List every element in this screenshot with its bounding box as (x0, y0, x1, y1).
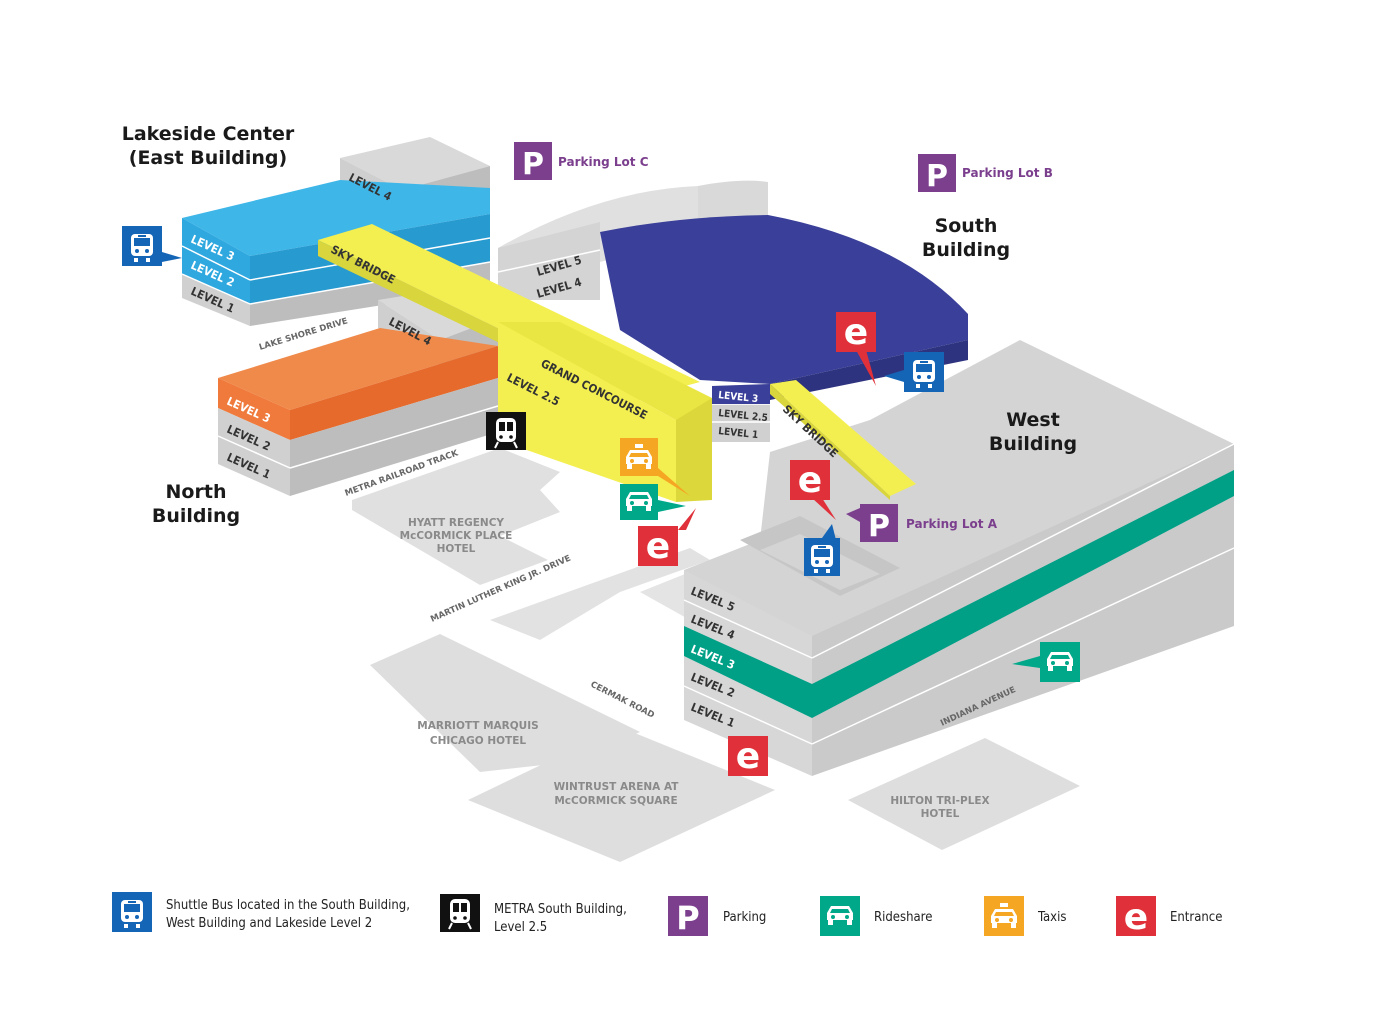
parking-lot-a-label: Parking Lot A (906, 517, 998, 531)
entrance-concourse-marker[interactable]: e (638, 508, 696, 567)
lakeside-title-line2: (East Building) (129, 147, 287, 169)
west-building: LEVEL 5 LEVEL 4 LEVEL 3 LEVEL 2 LEVEL 1 (683, 340, 1235, 776)
legend-rideshare: Rideshare (820, 896, 932, 936)
rideshare-indiana-marker[interactable] (1012, 642, 1080, 682)
south-shuttle-marker[interactable] (884, 352, 944, 392)
parking-icon (918, 154, 956, 192)
lakeside-shuttle-marker[interactable] (122, 226, 182, 266)
hilton-label-2: HOTEL (921, 808, 960, 820)
building-titles: Lakeside Center (East Building) North Bu… (122, 123, 1077, 527)
parking-letter: P (926, 159, 948, 194)
legend-metra-line1: METRA South Building, (494, 902, 627, 917)
legend-metra: METRA South Building, Level 2.5 (440, 894, 627, 935)
plaza-area (490, 548, 710, 640)
parking-lot-a-marker[interactable]: P Parking Lot A (846, 504, 998, 544)
marriott-label-1: MARRIOTT MARQUIS (417, 720, 538, 732)
hyatt-hotel-footprint (352, 448, 560, 585)
legend: Shuttle Bus located in the South Buildin… (112, 892, 1222, 938)
entrance-west-marker[interactable]: e (728, 736, 768, 777)
hilton-hotel-footprint (848, 738, 1080, 850)
legend-shuttle-line2: West Building and Lakeside Level 2 (166, 916, 372, 931)
west-title-line1: West (1006, 409, 1060, 431)
entrance-letter: e (646, 526, 670, 567)
legend-entrance: e Entrance (1116, 896, 1222, 938)
legend-parking: P Parking (668, 896, 766, 937)
parking-icon (668, 896, 708, 936)
sky-bridge-south: SKY BRIDGE (770, 380, 916, 500)
entrance-icon (1116, 896, 1156, 936)
south-level-1: LEVEL 1 (718, 426, 759, 441)
parking-lot-b-marker[interactable]: P Parking Lot B (918, 154, 1053, 194)
west-title-line2: Building (989, 433, 1077, 455)
legend-metra-line2: Level 2.5 (494, 920, 547, 935)
parking-icon (860, 504, 898, 542)
hyatt-label-1: HYATT REGENCY (408, 517, 504, 529)
map-markers: P Parking Lot C P Parking Lot B P Parkin… (122, 142, 1080, 777)
parking-letter: P (522, 147, 544, 182)
south-level-2-5: LEVEL 2.5 (718, 408, 769, 424)
rideshare-concourse-marker[interactable] (620, 484, 686, 520)
marriott-hotel-footprint (370, 634, 640, 772)
parking-lot-b-label: Parking Lot B (962, 166, 1053, 180)
ground-areas (352, 448, 1080, 862)
entrance-letter: e (844, 312, 868, 353)
entrance-icon (836, 312, 876, 352)
legend-taxi: Taxis (984, 896, 1066, 936)
parking-icon (514, 142, 552, 180)
south-level-3: LEVEL 3 (718, 390, 759, 405)
entrance-skybridge-marker[interactable]: e (790, 460, 836, 520)
entrance-icon (638, 526, 678, 566)
legend-shuttle-line1: Shuttle Bus located in the South Buildin… (166, 898, 410, 913)
parking-lot-c-marker[interactable]: P Parking Lot C (514, 142, 649, 182)
entrance-icon (790, 460, 830, 500)
taxi-marker[interactable] (620, 438, 690, 496)
south-title-line2: Building (922, 239, 1010, 261)
marriott-label-2: CHICAGO HOTEL (430, 735, 526, 747)
legend-rideshare-label: Rideshare (874, 910, 932, 925)
hilton-label-1: HILTON TRI-PLEX (890, 795, 989, 807)
north-building: LEVEL 4 LEVEL 3 LEVEL 2 LEVEL 1 (217, 290, 499, 496)
west-shuttle-marker[interactable] (804, 524, 840, 576)
north-title-line2: Building (152, 505, 240, 527)
entrance-letter: e (1124, 897, 1148, 938)
entrance-letter: e (736, 736, 760, 777)
parking-letter: P (868, 509, 890, 544)
entrance-letter: e (798, 460, 822, 501)
wintrust-arena-footprint (468, 727, 775, 862)
metra-marker[interactable] (486, 412, 526, 450)
south-title-line1: South (935, 215, 998, 237)
legend-parking-label: Parking (723, 910, 766, 925)
wintrust-label-1: WINTRUST ARENA AT (554, 781, 680, 793)
legend-shuttle: Shuttle Bus located in the South Buildin… (112, 892, 410, 932)
entrance-icon (728, 736, 768, 776)
legend-taxi-label: Taxis (1037, 910, 1066, 925)
parking-lot-c-label: Parking Lot C (558, 155, 649, 169)
hyatt-label-2: McCORMICK PLACE (400, 530, 513, 542)
north-title-line1: North (166, 481, 227, 503)
entrance-south-marker[interactable]: e (836, 312, 876, 386)
hyatt-label-3: HOTEL (437, 543, 476, 555)
hotel-labels: HYATT REGENCY McCORMICK PLACE HOTEL MARR… (400, 517, 990, 820)
lakeside-title-line1: Lakeside Center (122, 123, 295, 145)
legend-entrance-label: Entrance (1170, 910, 1222, 925)
wintrust-label-2: McCORMICK SQUARE (554, 795, 677, 807)
parking-letter: P (676, 899, 699, 937)
